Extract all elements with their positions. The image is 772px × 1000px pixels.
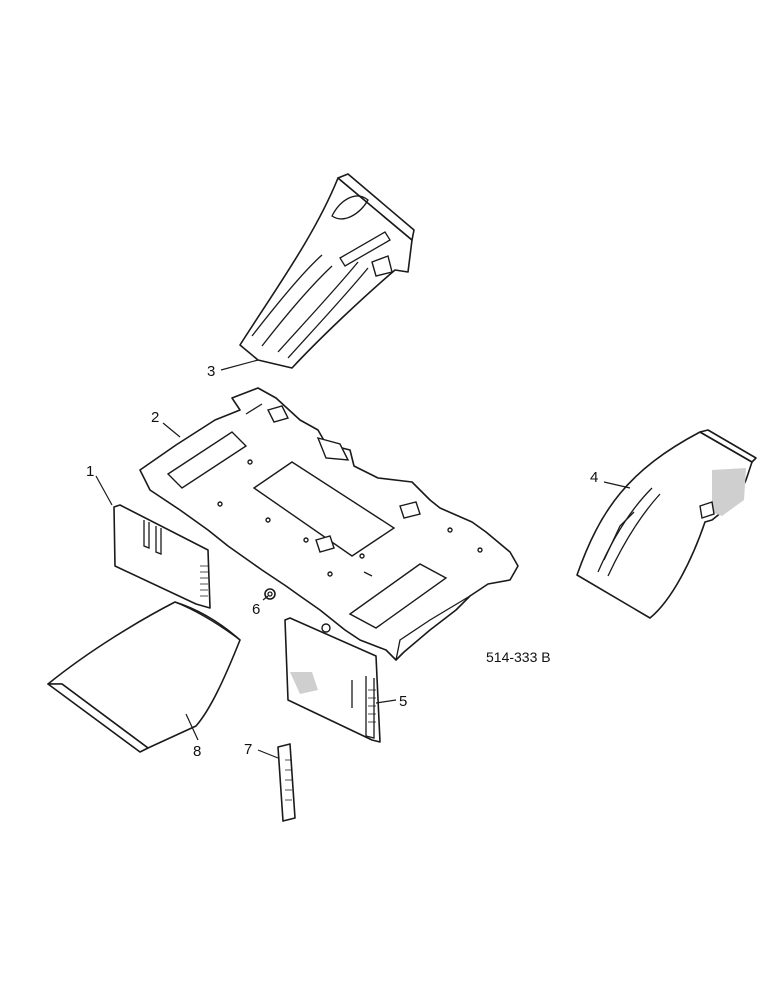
callout-1: 1 [86, 463, 94, 480]
leader-8 [185, 713, 199, 741]
reference-code: 514-333 B [486, 649, 551, 665]
callout-6: 6 [252, 601, 260, 618]
leader-2 [162, 422, 181, 438]
part-4-fender-right [576, 429, 757, 619]
leader-7 [257, 749, 279, 759]
part-1-side-panel-left [113, 504, 211, 609]
leader-6 [262, 595, 269, 601]
leader-4 [603, 481, 631, 489]
leader-5 [375, 699, 397, 704]
part-5-side-panel-right [284, 617, 381, 743]
leader-3 [220, 359, 259, 371]
part-8-cover [47, 601, 241, 753]
part-2-platform [139, 387, 519, 661]
part-3-fender-upper [239, 173, 415, 369]
part-7-strip [277, 743, 296, 822]
leader-lines [95, 359, 631, 759]
callout-2: 2 [151, 409, 159, 426]
callout-4: 4 [590, 469, 598, 486]
leader-1 [95, 475, 113, 506]
callout-5: 5 [399, 693, 407, 710]
callout-8: 8 [193, 743, 201, 760]
callout-7: 7 [244, 741, 252, 758]
callout-3: 3 [207, 363, 215, 380]
